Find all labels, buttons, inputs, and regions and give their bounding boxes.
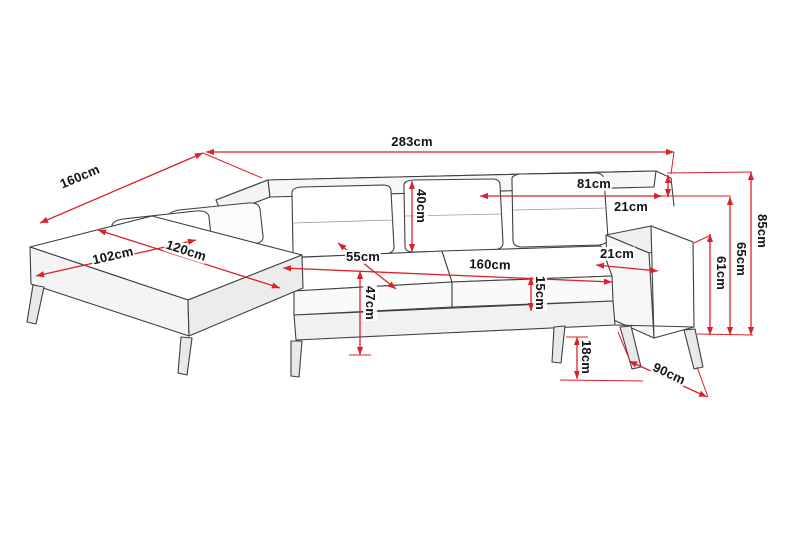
leg-outer-right [683,328,704,370]
dim-line-armrest-width [595,262,659,274]
sofa-line-art [26,170,704,378]
dim-line-seat-width [282,265,613,285]
dim-label-seat-height: 47cm [362,284,379,322]
sofa-legs [26,284,704,378]
dimension-lines [35,148,755,398]
dim-label-total-height: 85cm [754,212,771,250]
dim-label-leg-height: 18cm [578,338,595,376]
leg-chaise-left [26,284,45,325]
dim-label-back-cushion-height: 40cm [413,187,430,225]
dim-label-back-height: 65cm [733,240,750,278]
leg-front-middle [551,325,566,364]
back-cushion-1-seam [292,219,394,224]
dim-label-seat-width: 160cm [468,256,512,273]
sofa-frame-bottom-edge [614,324,695,328]
dim-label-seat-cushion-height: 15cm [532,274,549,312]
extension-lines [202,151,754,398]
leg-front-right [619,325,642,370]
dim-line-chaise-depth [39,152,204,224]
dim-label-armrest-height: 61cm [713,254,730,292]
back-cushion-3-seam [512,207,608,211]
dim-label-seat-depth: 55cm [344,248,382,265]
dim-label-back-cushion-width: 81cm [575,175,613,192]
dim-label-armrest-width: 21cm [598,245,636,262]
dim-label-back-rail-height: 21cm [612,198,650,215]
armrest-outer-face [650,225,695,339]
dim-label-total-width: 283cm [390,133,434,150]
leg-chaise-front [177,336,193,376]
back-cushion-2 [403,178,504,253]
leg-junction [290,340,303,378]
